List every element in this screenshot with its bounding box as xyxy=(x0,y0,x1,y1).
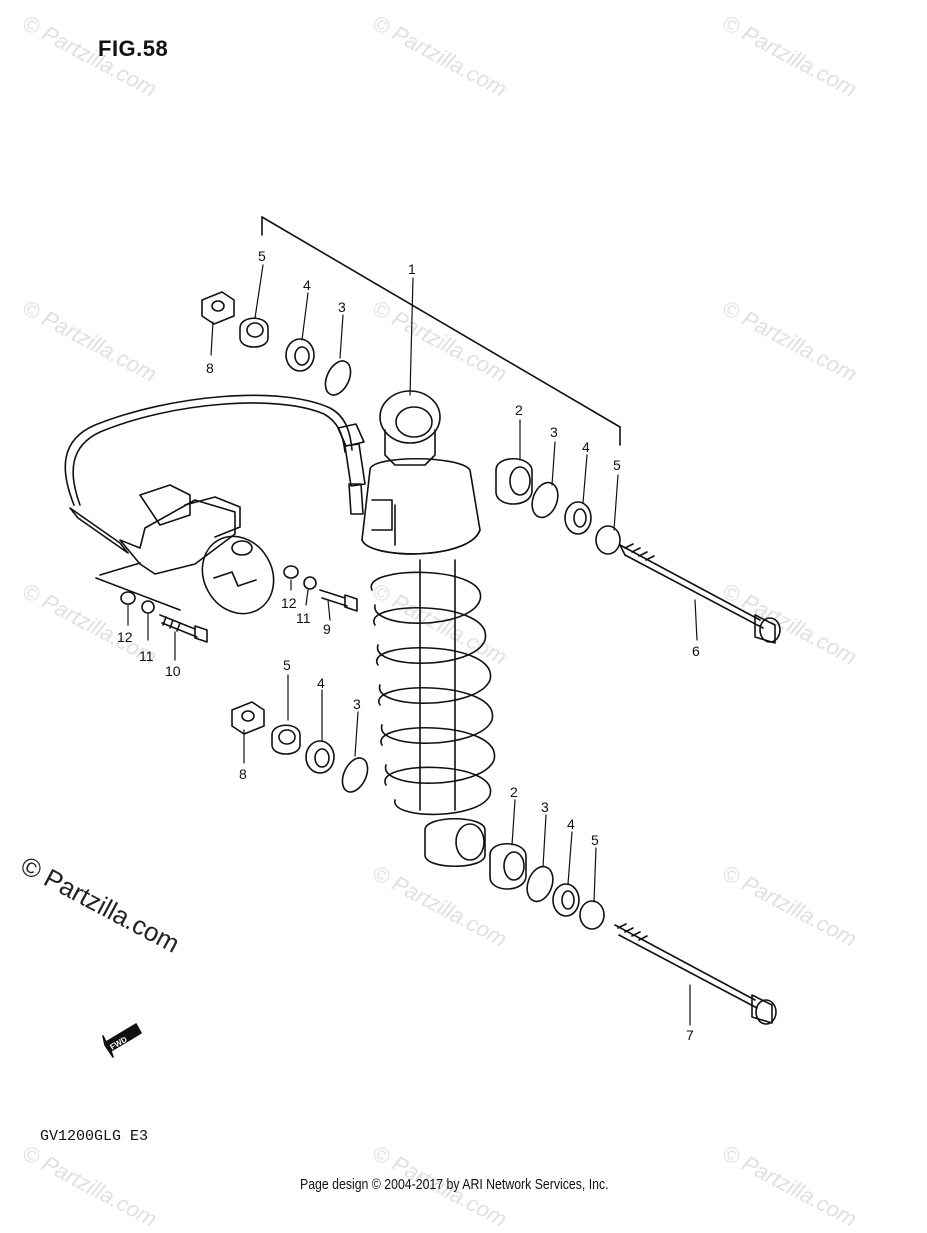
callout-3: 3 xyxy=(541,799,549,815)
callout-5: 5 xyxy=(591,832,599,848)
callout-4: 4 xyxy=(317,675,325,691)
callout-5: 5 xyxy=(613,457,621,473)
callout-3: 3 xyxy=(338,299,346,315)
preload-adjuster-body xyxy=(69,484,275,615)
callout-8: 8 xyxy=(206,360,214,376)
callout-3: 3 xyxy=(550,424,558,440)
callout-8: 8 xyxy=(239,766,247,782)
parts-diagram: © Partzilla.com © Partzilla.com © Partzi… xyxy=(16,10,861,1232)
callout-12: 12 xyxy=(281,595,297,611)
callout-1: 1 xyxy=(408,261,416,277)
callout-7: 7 xyxy=(686,1027,694,1043)
shock-absorber-unit xyxy=(361,390,495,868)
callout-2: 2 xyxy=(510,784,518,800)
callout-3: 3 xyxy=(353,696,361,712)
upper-right-hardware xyxy=(495,458,781,644)
figure-title: FIG.58 xyxy=(98,36,169,61)
page-footer: Page design © 2004-2017 by ARI Network S… xyxy=(300,1176,609,1193)
callout-5: 5 xyxy=(283,657,291,673)
callout-10: 10 xyxy=(165,663,181,679)
callout-4: 4 xyxy=(582,439,590,455)
callout-4: 4 xyxy=(303,277,311,293)
callout-numbers: 1 2 3 4 5 6 5 4 3 8 5 4 3 8 2 3 4 5 7 9 … xyxy=(117,248,700,1043)
preload-adjuster-hose xyxy=(64,394,366,515)
callout-6: 6 xyxy=(692,643,700,659)
callout-12: 12 xyxy=(117,629,133,645)
callout-4: 4 xyxy=(567,816,575,832)
callout-9: 9 xyxy=(323,621,331,637)
model-code: GV1200GLG E3 xyxy=(40,1128,149,1145)
callout-2: 2 xyxy=(515,402,523,418)
upper-left-hardware xyxy=(201,291,352,396)
fwd-arrow-icon xyxy=(102,1023,142,1058)
lower-right-hardware xyxy=(489,843,777,1025)
lower-left-hardware xyxy=(231,701,369,793)
callout-5: 5 xyxy=(258,248,266,264)
mounting-bolts xyxy=(120,565,358,643)
callout-11: 11 xyxy=(139,648,154,664)
callout-11: 11 xyxy=(296,610,311,626)
exploded-view-drawing: 1 2 3 4 5 6 5 4 3 8 5 4 3 8 2 3 4 5 7 9 … xyxy=(64,216,781,1058)
callout-leaders xyxy=(127,264,698,1026)
assembly-bracket xyxy=(261,216,621,446)
